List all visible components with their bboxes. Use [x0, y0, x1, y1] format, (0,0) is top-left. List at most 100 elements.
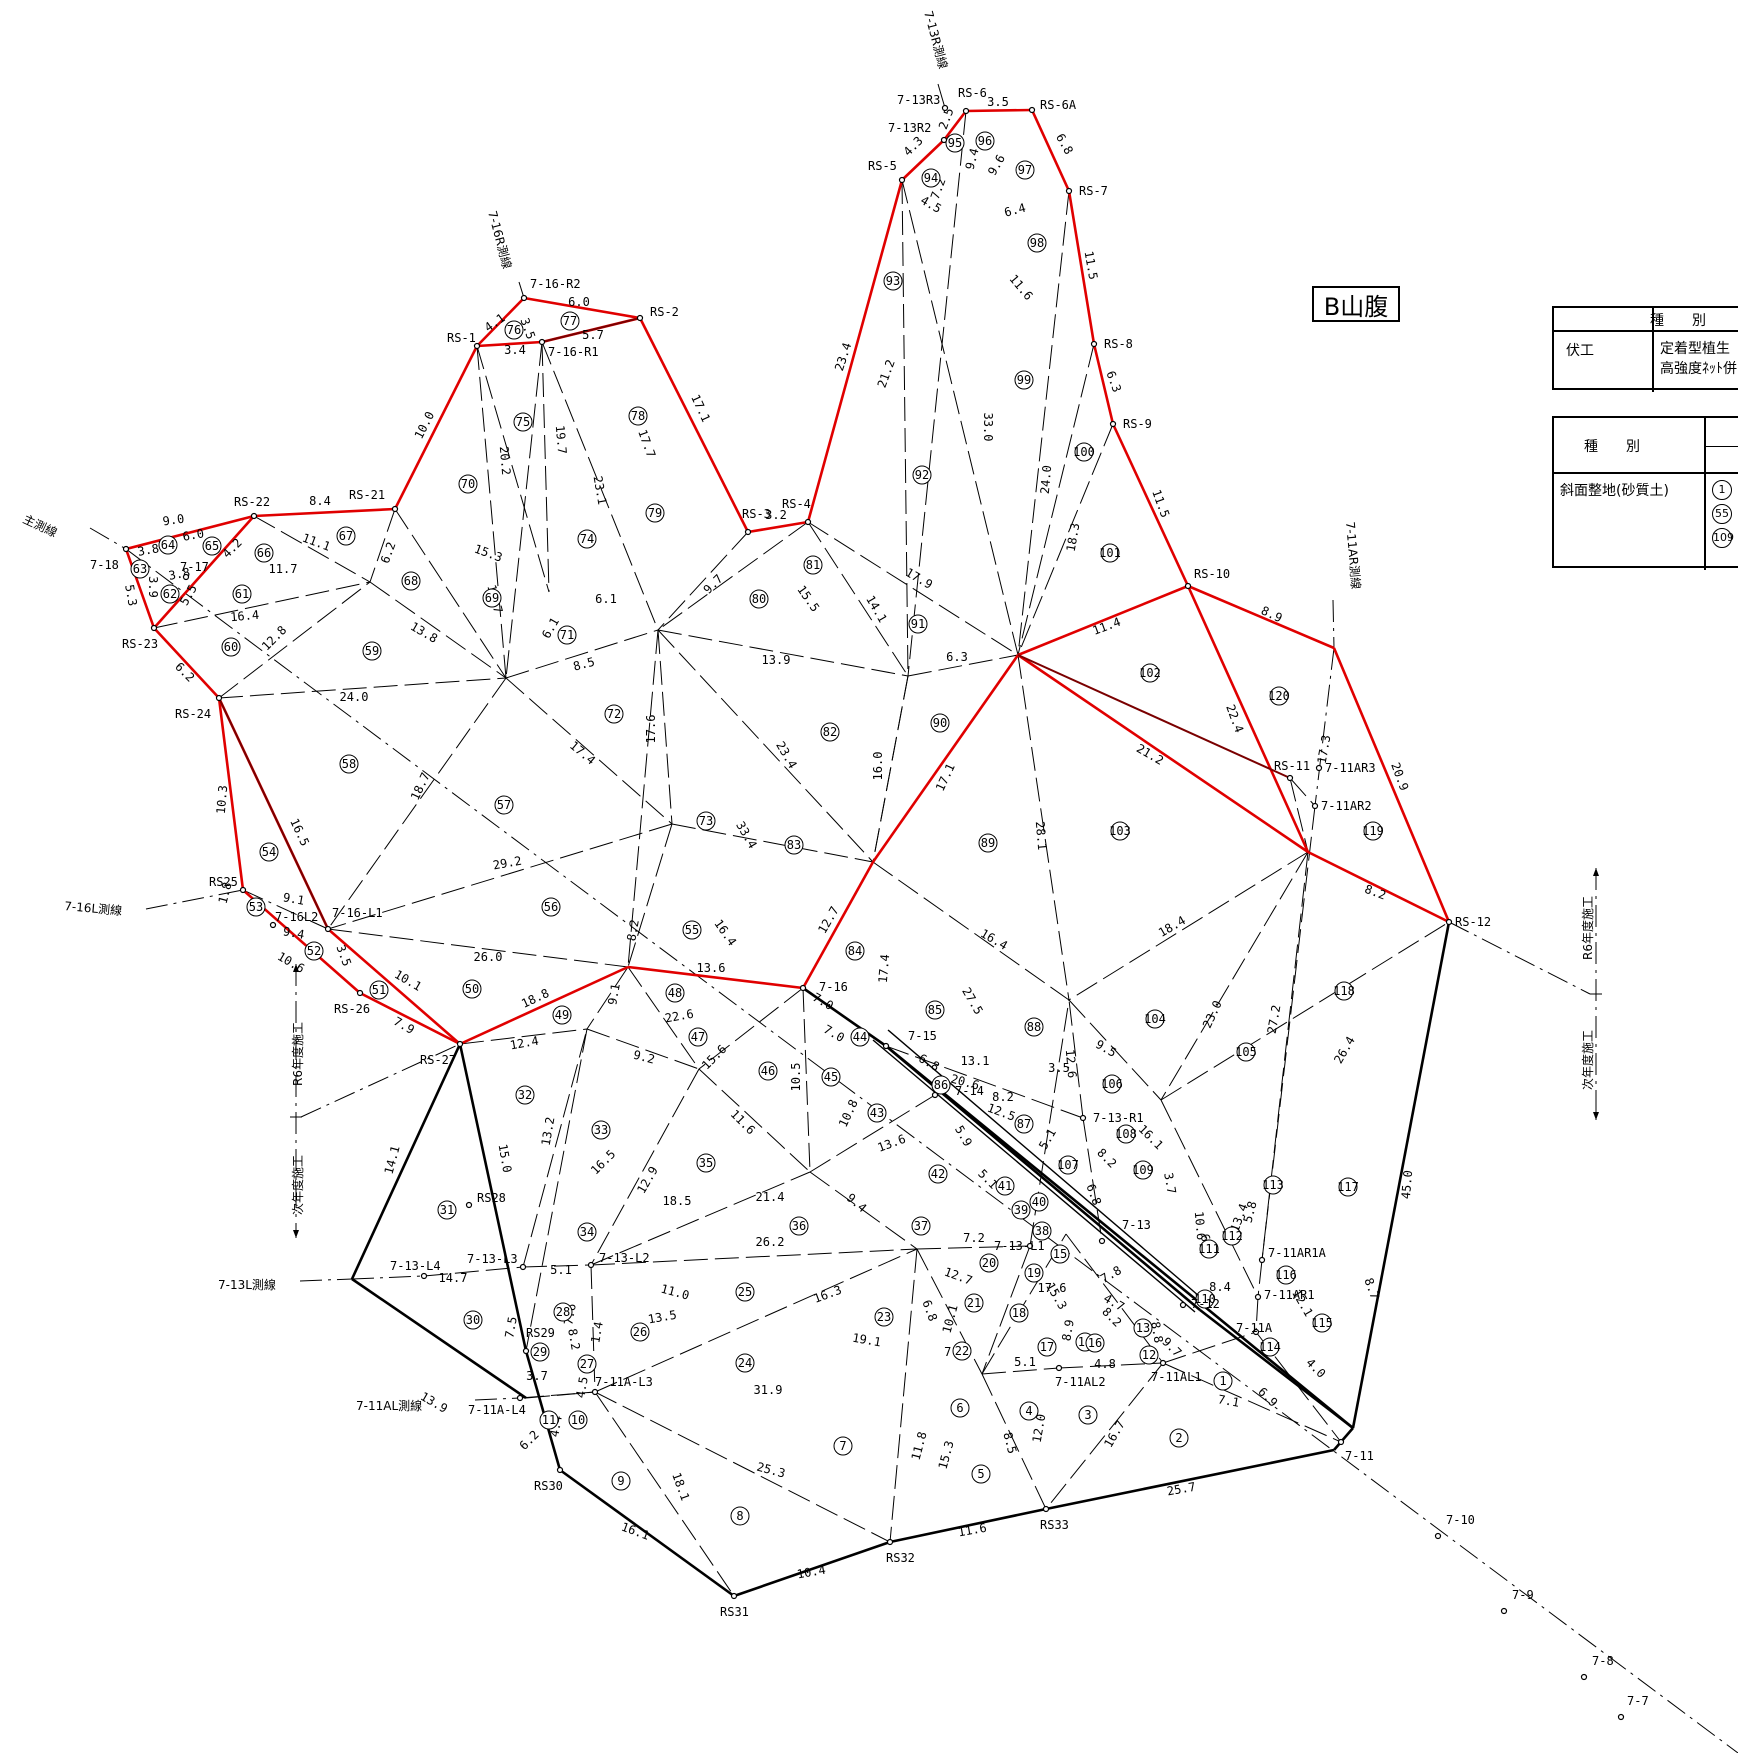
axis-line [125, 548, 1738, 1753]
dimension-label: 17.7 [635, 428, 658, 460]
axis-line [89, 527, 127, 550]
area-circle [1269, 686, 1289, 706]
dimension-label: 17.4 [876, 954, 892, 984]
dimension-label: 23.0 [1200, 998, 1225, 1030]
dimension-label: 9.1 [605, 982, 623, 1006]
point-label: RS30 [534, 1479, 563, 1493]
point-label: RS-1 [447, 331, 476, 345]
black-boundary-line [559, 1468, 735, 1598]
area-number: 112 [1221, 1229, 1243, 1243]
dimension-label: 16.5 [588, 1147, 618, 1177]
area-circle [928, 1164, 948, 1184]
area-circle [1078, 1405, 1098, 1425]
area-marker: 49 [552, 1005, 572, 1025]
area-number: 17 [1040, 1340, 1054, 1354]
survey-point: RS-2 [636, 305, 679, 322]
point-marker [1098, 1237, 1106, 1245]
survey-point: 7-11AL2 [1055, 1364, 1106, 1389]
survey-point: RS32 [886, 1538, 915, 1565]
area-number: 37 [914, 1219, 928, 1233]
area-circle [784, 835, 804, 855]
point-label: 7-11AL2 [1055, 1375, 1106, 1389]
triangulation-line [505, 677, 673, 825]
dimension-label: 3.7 [526, 1369, 548, 1383]
area-circle [978, 833, 998, 853]
area-circle [369, 980, 389, 1000]
area-marker: 79 [645, 503, 665, 523]
dimension-label: 11.5 [1082, 250, 1101, 281]
area-number: 72 [607, 707, 621, 721]
area-number: 96 [978, 134, 992, 148]
dimension-label: 14.1 [863, 593, 890, 625]
area-number: 8 [736, 1509, 743, 1523]
black-boundary-line [1351, 921, 1451, 1429]
area-circle [630, 1322, 650, 1342]
area-marker: 72 [604, 704, 624, 724]
area-circle [401, 571, 421, 591]
area-marker: 105 [1235, 1042, 1257, 1062]
area-circle [1058, 1155, 1078, 1175]
area-number: 11 [542, 1413, 556, 1427]
area-marker: 3 [1078, 1405, 1098, 1425]
point-label: 7-13-L4 [390, 1259, 441, 1273]
point-marker [1090, 340, 1098, 348]
dimension-label: 21.4 [756, 1190, 785, 1204]
black-boundary-line [350, 1043, 462, 1280]
point-marker [1500, 1607, 1508, 1615]
area-number: 100 [1073, 445, 1095, 459]
area-circle [530, 1342, 550, 1362]
area-marker: 43 [867, 1103, 887, 1123]
triangulation-line [590, 1264, 596, 1393]
area-circle [362, 641, 382, 661]
legend-top-vdivider [1652, 308, 1654, 392]
dimension-label: 19.1 [851, 1331, 882, 1350]
dimension-label: 7.5 [502, 1315, 520, 1339]
legend-bottom-divider [1554, 472, 1738, 474]
point-label: RS-5 [868, 159, 897, 173]
area-number: 94 [924, 171, 938, 185]
area-circle [1024, 1263, 1044, 1283]
area-marker: 76 [504, 320, 524, 340]
red-boundary-line [1030, 109, 1071, 192]
dimension-label: 8.8 [1148, 1320, 1166, 1344]
dimension-label: 3.9 [146, 576, 160, 598]
area-circle [950, 1398, 970, 1418]
dimension-label: 4.1 [482, 311, 508, 335]
triangulation-line [981, 1373, 1047, 1510]
point-marker [239, 886, 247, 894]
area-circle [1133, 1318, 1153, 1338]
dimension-labels: 9.08.410.04.16.03.53.45.717.13.223.44.32… [122, 95, 1415, 1581]
triangulation-line [907, 654, 1019, 677]
area-circle [1213, 1371, 1233, 1391]
dimension-label: 3.5 [1048, 1061, 1070, 1075]
area-marker: 66 [254, 543, 274, 563]
red-boundary-line [1307, 850, 1450, 924]
survey-point: RS-21 [349, 488, 399, 513]
area-marker: 10 [568, 1410, 588, 1430]
area-circle [1011, 1200, 1031, 1220]
area-number: 114 [1259, 1340, 1281, 1354]
point-marker [538, 338, 546, 346]
area-number: 109 [1132, 1163, 1154, 1177]
dark-red-line [1017, 654, 1291, 779]
area-circle [912, 465, 932, 485]
area-marker: 56 [541, 897, 561, 917]
triangulation-line [327, 823, 673, 930]
area-number: 117 [1337, 1180, 1359, 1194]
triangulation-line [916, 1248, 983, 1375]
dimension-label: 16.4 [711, 917, 739, 949]
dimension-label: 23.4 [773, 739, 800, 771]
area-circle [577, 529, 597, 549]
dimension-label: 10.6 [275, 949, 307, 976]
area-circle [221, 637, 241, 657]
survey-point: 7-13-L3 [467, 1252, 527, 1271]
area-marker: 112 [1221, 1226, 1243, 1246]
area-circle [735, 1353, 755, 1373]
area-number: 51 [372, 983, 386, 997]
triangulation-line [586, 1028, 700, 1070]
area-number: 115 [1311, 1316, 1333, 1330]
red-boundary-line [124, 548, 156, 629]
legend-bottom-header: 種 別 [1584, 439, 1640, 455]
point-label: 7-13R2 [888, 121, 931, 135]
